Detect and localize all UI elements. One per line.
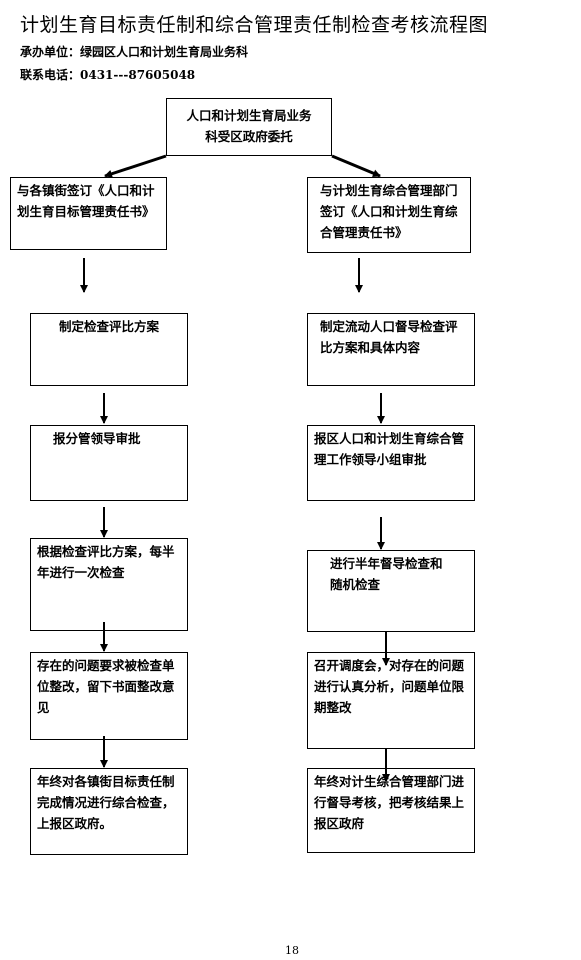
left-step-4: 根据检查评比方案，每半年进行一次检查 [30, 538, 188, 631]
left-step-2: 制定检查评比方案 [30, 313, 188, 386]
contact-phone: 联系电话：0431---87605048 [20, 68, 196, 82]
right-step-3-text: 报区人口和计划生育综合管理工作领导小组审批 [314, 431, 465, 467]
left-step-1: 与各镇街签订《人口和计划生育目标管理责任书》 [10, 177, 167, 250]
left-step-6-text: 年终对各镇街目标责任制完成情况进行综合检查，上报区政府。 [37, 774, 175, 831]
right-step-4-text: 进行半年督导检查和随机检查 [330, 556, 443, 592]
left-step-4-text: 根据检查评比方案，每半年进行一次检查 [37, 544, 175, 580]
right-step-1-text: 与计划生育综合管理部门签订《人口和计划生育综合管理责任书》 [320, 183, 458, 240]
left-step-3-text: 报分管领导审批 [53, 431, 141, 446]
right-step-4: 进行半年督导检查和随机检查 [307, 550, 475, 632]
top-box-text: 人口和计划生育局业务科受区政府委托 [186, 108, 312, 144]
page-title: 计划生育目标责任制和综合管理责任制检查考核流程图 [20, 14, 489, 36]
organizer-unit: 承办单位：绿园区人口和计划生育局业务科 [20, 45, 249, 59]
right-step-2: 制定流动人口督导检查评比方案和具体内容 [307, 313, 475, 386]
right-step-1: 与计划生育综合管理部门签订《人口和计划生育综合管理责任书》 [307, 177, 471, 253]
right-step-6: 年终对计生综合管理部门进行督导考核，把考核结果上报区政府 [307, 768, 475, 853]
left-step-3: 报分管领导审批 [30, 425, 188, 501]
right-step-6-text: 年终对计生综合管理部门进行督导考核，把考核结果上报区政府 [314, 774, 465, 831]
left-step-5: 存在的问题要求被检查单位整改，留下书面整改意见 [30, 652, 188, 740]
page-number: 18 [285, 944, 299, 957]
left-step-1-text: 与各镇街签订《人口和计划生育目标管理责任书》 [17, 183, 155, 219]
right-step-3: 报区人口和计划生育综合管理工作领导小组审批 [307, 425, 475, 501]
left-step-2-text: 制定检查评比方案 [59, 319, 160, 334]
left-step-6: 年终对各镇街目标责任制完成情况进行综合检查，上报区政府。 [30, 768, 188, 855]
top-box: 人口和计划生育局业务科受区政府委托 [166, 98, 332, 156]
left-step-5-text: 存在的问题要求被检查单位整改，留下书面整改意见 [37, 658, 175, 715]
right-step-2-text: 制定流动人口督导检查评比方案和具体内容 [320, 319, 458, 355]
arrow-top-to-left [104, 154, 167, 178]
arrow-top-to-right [331, 154, 381, 178]
